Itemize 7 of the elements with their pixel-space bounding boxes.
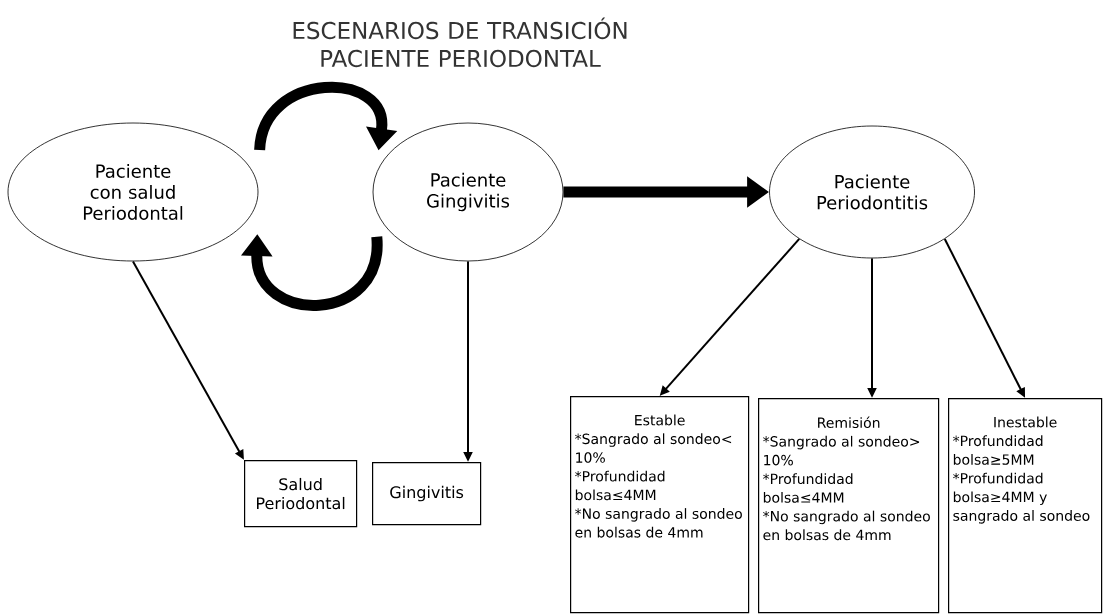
stage-box: Remisión *Sangrado al sondeo> 10% *Profundidad bolsa≤4MM *No sangrado al sondeo en bolsas de 4mm [758, 398, 940, 614]
stage-box: Inestable *Profundidad bolsa≥5MM *Profundidad bolsa≥4MM y sangrado al sondeo [948, 398, 1103, 614]
outcome-box: Gingivitis [372, 462, 482, 526]
title: ESCENARIOS DE TRANSICIÓN PACIENTE PERIODONTAL [293, 17, 627, 68]
stage-box: Estable *Sangrado al sondeo< 10% *Profundidad bolsa≤4MM *No sangrado al sondeo en bolsas de 4mm [570, 396, 750, 614]
outcome-box: Salud Periodontal [244, 460, 358, 528]
curved-arrow [254, 82, 398, 151]
